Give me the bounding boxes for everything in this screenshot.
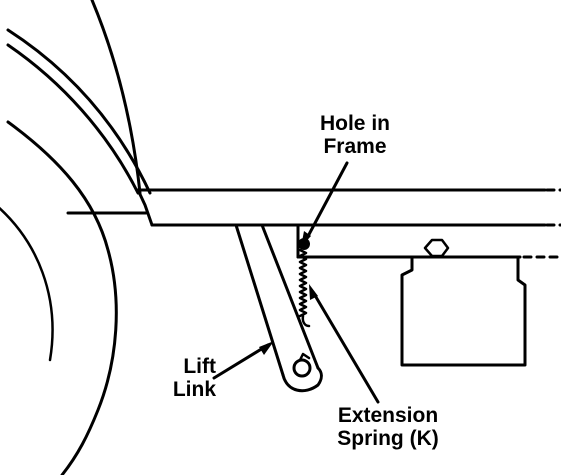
lift-link-pin-hole xyxy=(292,358,312,378)
label-hole-in-frame-line2: Frame xyxy=(323,135,387,158)
lift-link-right-edge xyxy=(260,223,320,370)
hex-nut xyxy=(423,238,450,258)
leader-lift-link xyxy=(212,343,270,380)
wheel-arc xyxy=(6,120,118,475)
arrowhead-hole xyxy=(301,231,311,247)
label-lift-link: Lift Link xyxy=(146,355,216,401)
frame-left-end xyxy=(136,188,154,227)
fender-arc-inner xyxy=(6,43,140,195)
label-hole-in-frame: Hole in Frame xyxy=(305,112,405,158)
lift-link-pin-slot xyxy=(298,352,311,362)
lift-link-end xyxy=(281,366,323,393)
arrowhead-lift xyxy=(259,341,274,355)
tire-arc-top xyxy=(90,0,142,195)
arrowhead-spring xyxy=(309,284,318,300)
hanging-block xyxy=(400,255,527,367)
wheel-inner-arc xyxy=(0,206,54,362)
label-hole-in-frame-line1: Hole in xyxy=(319,112,390,135)
extension-spring xyxy=(298,248,308,318)
label-lift-link-line1: Lift xyxy=(183,355,216,378)
spring-lower-hook xyxy=(301,314,311,328)
label-extension-spring: Extension Spring (K) xyxy=(318,404,458,450)
label-lift-link-line2: Link xyxy=(172,378,216,401)
fender-arc-outer xyxy=(6,28,152,195)
lift-link-left-edge xyxy=(234,223,285,377)
label-extension-spring-line2: Spring (K) xyxy=(337,427,439,450)
leader-hole-in-frame xyxy=(304,161,349,242)
label-extension-spring-line1: Extension xyxy=(337,404,439,427)
leader-extension-spring xyxy=(311,290,380,404)
frame-break-1 xyxy=(545,188,561,227)
